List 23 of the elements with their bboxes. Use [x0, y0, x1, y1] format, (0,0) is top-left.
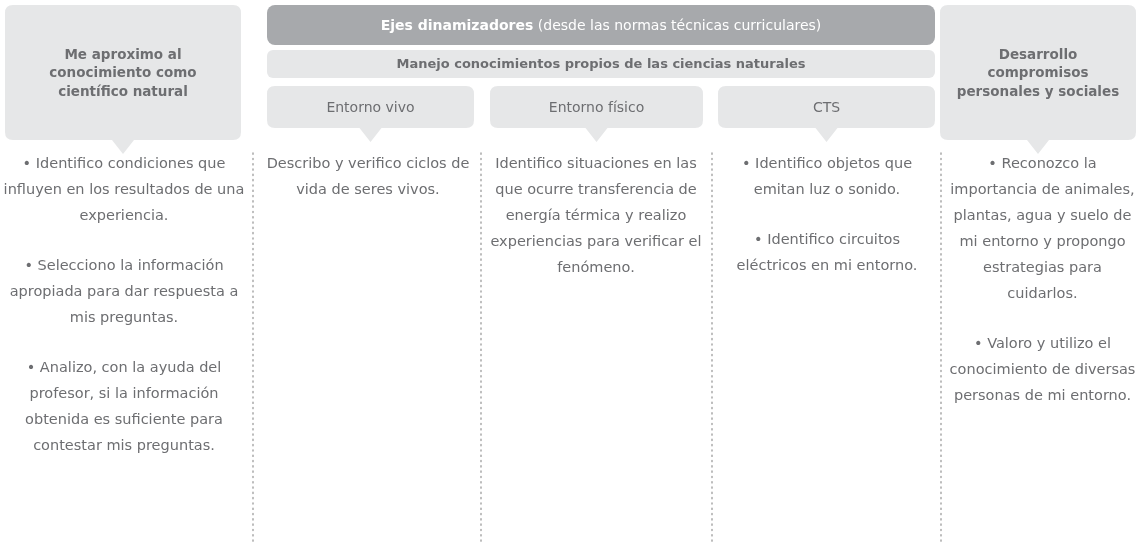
body-text: • Identifico condiciones que influyen en los resultados de una experiencia.: [3, 154, 245, 225]
box-label: Ejes dinamizadores (desde las normas técnicas curriculares): [380, 15, 822, 35]
speech-bubble: [267, 86, 474, 142]
body-text: Describo y verifico ciclos de vida de seres vivos.: [265, 154, 471, 199]
speech-bubble: [718, 86, 935, 142]
box-label: CTS: [812, 97, 841, 117]
box-label: Me aproximo al conocimiento como científico natural: [48, 45, 198, 100]
speech-bubble: [940, 5, 1136, 154]
box-label: Manejo conocimientos propios de las ciencias naturales: [396, 55, 806, 73]
body-text: Identifico situaciones en las que ocurre transferencia de energía térmica y realizo experiencias para verificar el fenómeno.: [489, 154, 703, 277]
body-text: • Valoro y utilizo el conocimiento de diversas personas de mi entorno.: [948, 334, 1137, 405]
box-label: Entorno físico: [548, 97, 645, 117]
body-text: • Selecciono la información apropiada para dar respuesta a mis preguntas.: [8, 256, 240, 327]
speech-bubble: [490, 86, 703, 142]
body-text: • Identifico objetos que emitan luz o sonido.: [740, 154, 914, 199]
header-box: [267, 5, 935, 45]
speech-bubble: [5, 5, 241, 154]
box-label: Entorno vivo: [326, 97, 415, 117]
body-text: • Identifico circuitos eléctricos en mi entorno.: [735, 230, 919, 275]
body-text: • Reconozco la importancia de animales, plantas, agua y suelo de mi entorno y propongo estrategias para cuidarlos.: [949, 154, 1136, 303]
banner-box: [267, 50, 935, 78]
body-text: • Analizo, con la ayuda del profesor, si la información obtenida es suficiente para contestar mis preguntas.: [24, 358, 224, 455]
box-label: Desarrollo compromisos personales y sociales: [955, 45, 1121, 100]
